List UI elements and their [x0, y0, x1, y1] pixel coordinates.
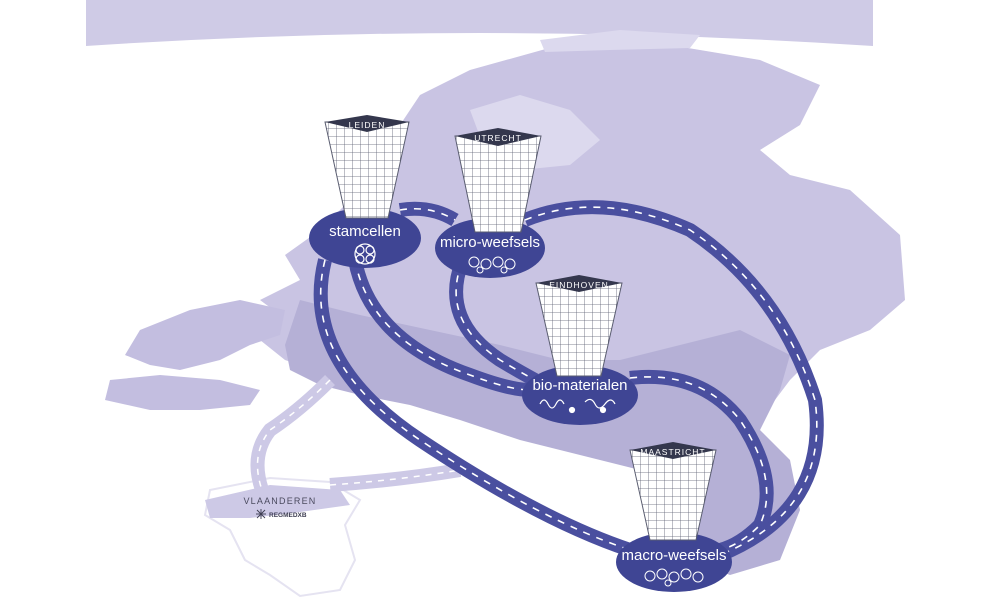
micro-tissue-icon [468, 256, 516, 274]
region-label: VLAANDEREN [243, 496, 316, 506]
hub-label: bio-materialen [532, 377, 627, 394]
stem-cell-icon [354, 243, 376, 265]
sea-band [86, 0, 873, 46]
hub-bio-materialen: bio-materialen [522, 365, 638, 425]
tower-leiden: LEIDEN [324, 115, 410, 219]
hub-label: micro-weefsels [440, 234, 540, 251]
land-limburg [690, 430, 800, 575]
hub-label: macro-weefsels [621, 547, 726, 564]
hub-macro-weefsels: macro-weefsels [616, 532, 732, 592]
tower-label: LEIDEN [349, 120, 386, 130]
land-zeeland-south [105, 375, 260, 410]
snowflake-icon [256, 509, 266, 519]
hub-stamcellen: stamcellen [309, 208, 421, 268]
tower-label: MAASTRICHT [640, 447, 705, 457]
land-flanders-band [205, 485, 350, 518]
faded-roads [250, 375, 462, 493]
regmedxb-logo: REGMEDXB [269, 512, 307, 519]
land-zeeland [125, 300, 285, 370]
tower-label: UTRECHT [474, 133, 522, 143]
road-network [313, 200, 824, 562]
land-wadden [540, 30, 700, 52]
region-vlaanderen: VLAANDEREN REGMEDXB [243, 496, 316, 519]
macro-tissue-icon [644, 568, 704, 587]
tower-utrecht: UTRECHT [454, 128, 542, 233]
biomaterial-icon [539, 398, 616, 414]
tower-eindhoven: EINDHOVEN [535, 275, 623, 377]
tower-label: EINDHOVEN [549, 280, 609, 290]
hub-micro-weefsels: micro-weefsels [435, 218, 545, 278]
tower-maastricht: MAASTRICHT [629, 442, 717, 541]
hub-label: stamcellen [329, 223, 401, 240]
